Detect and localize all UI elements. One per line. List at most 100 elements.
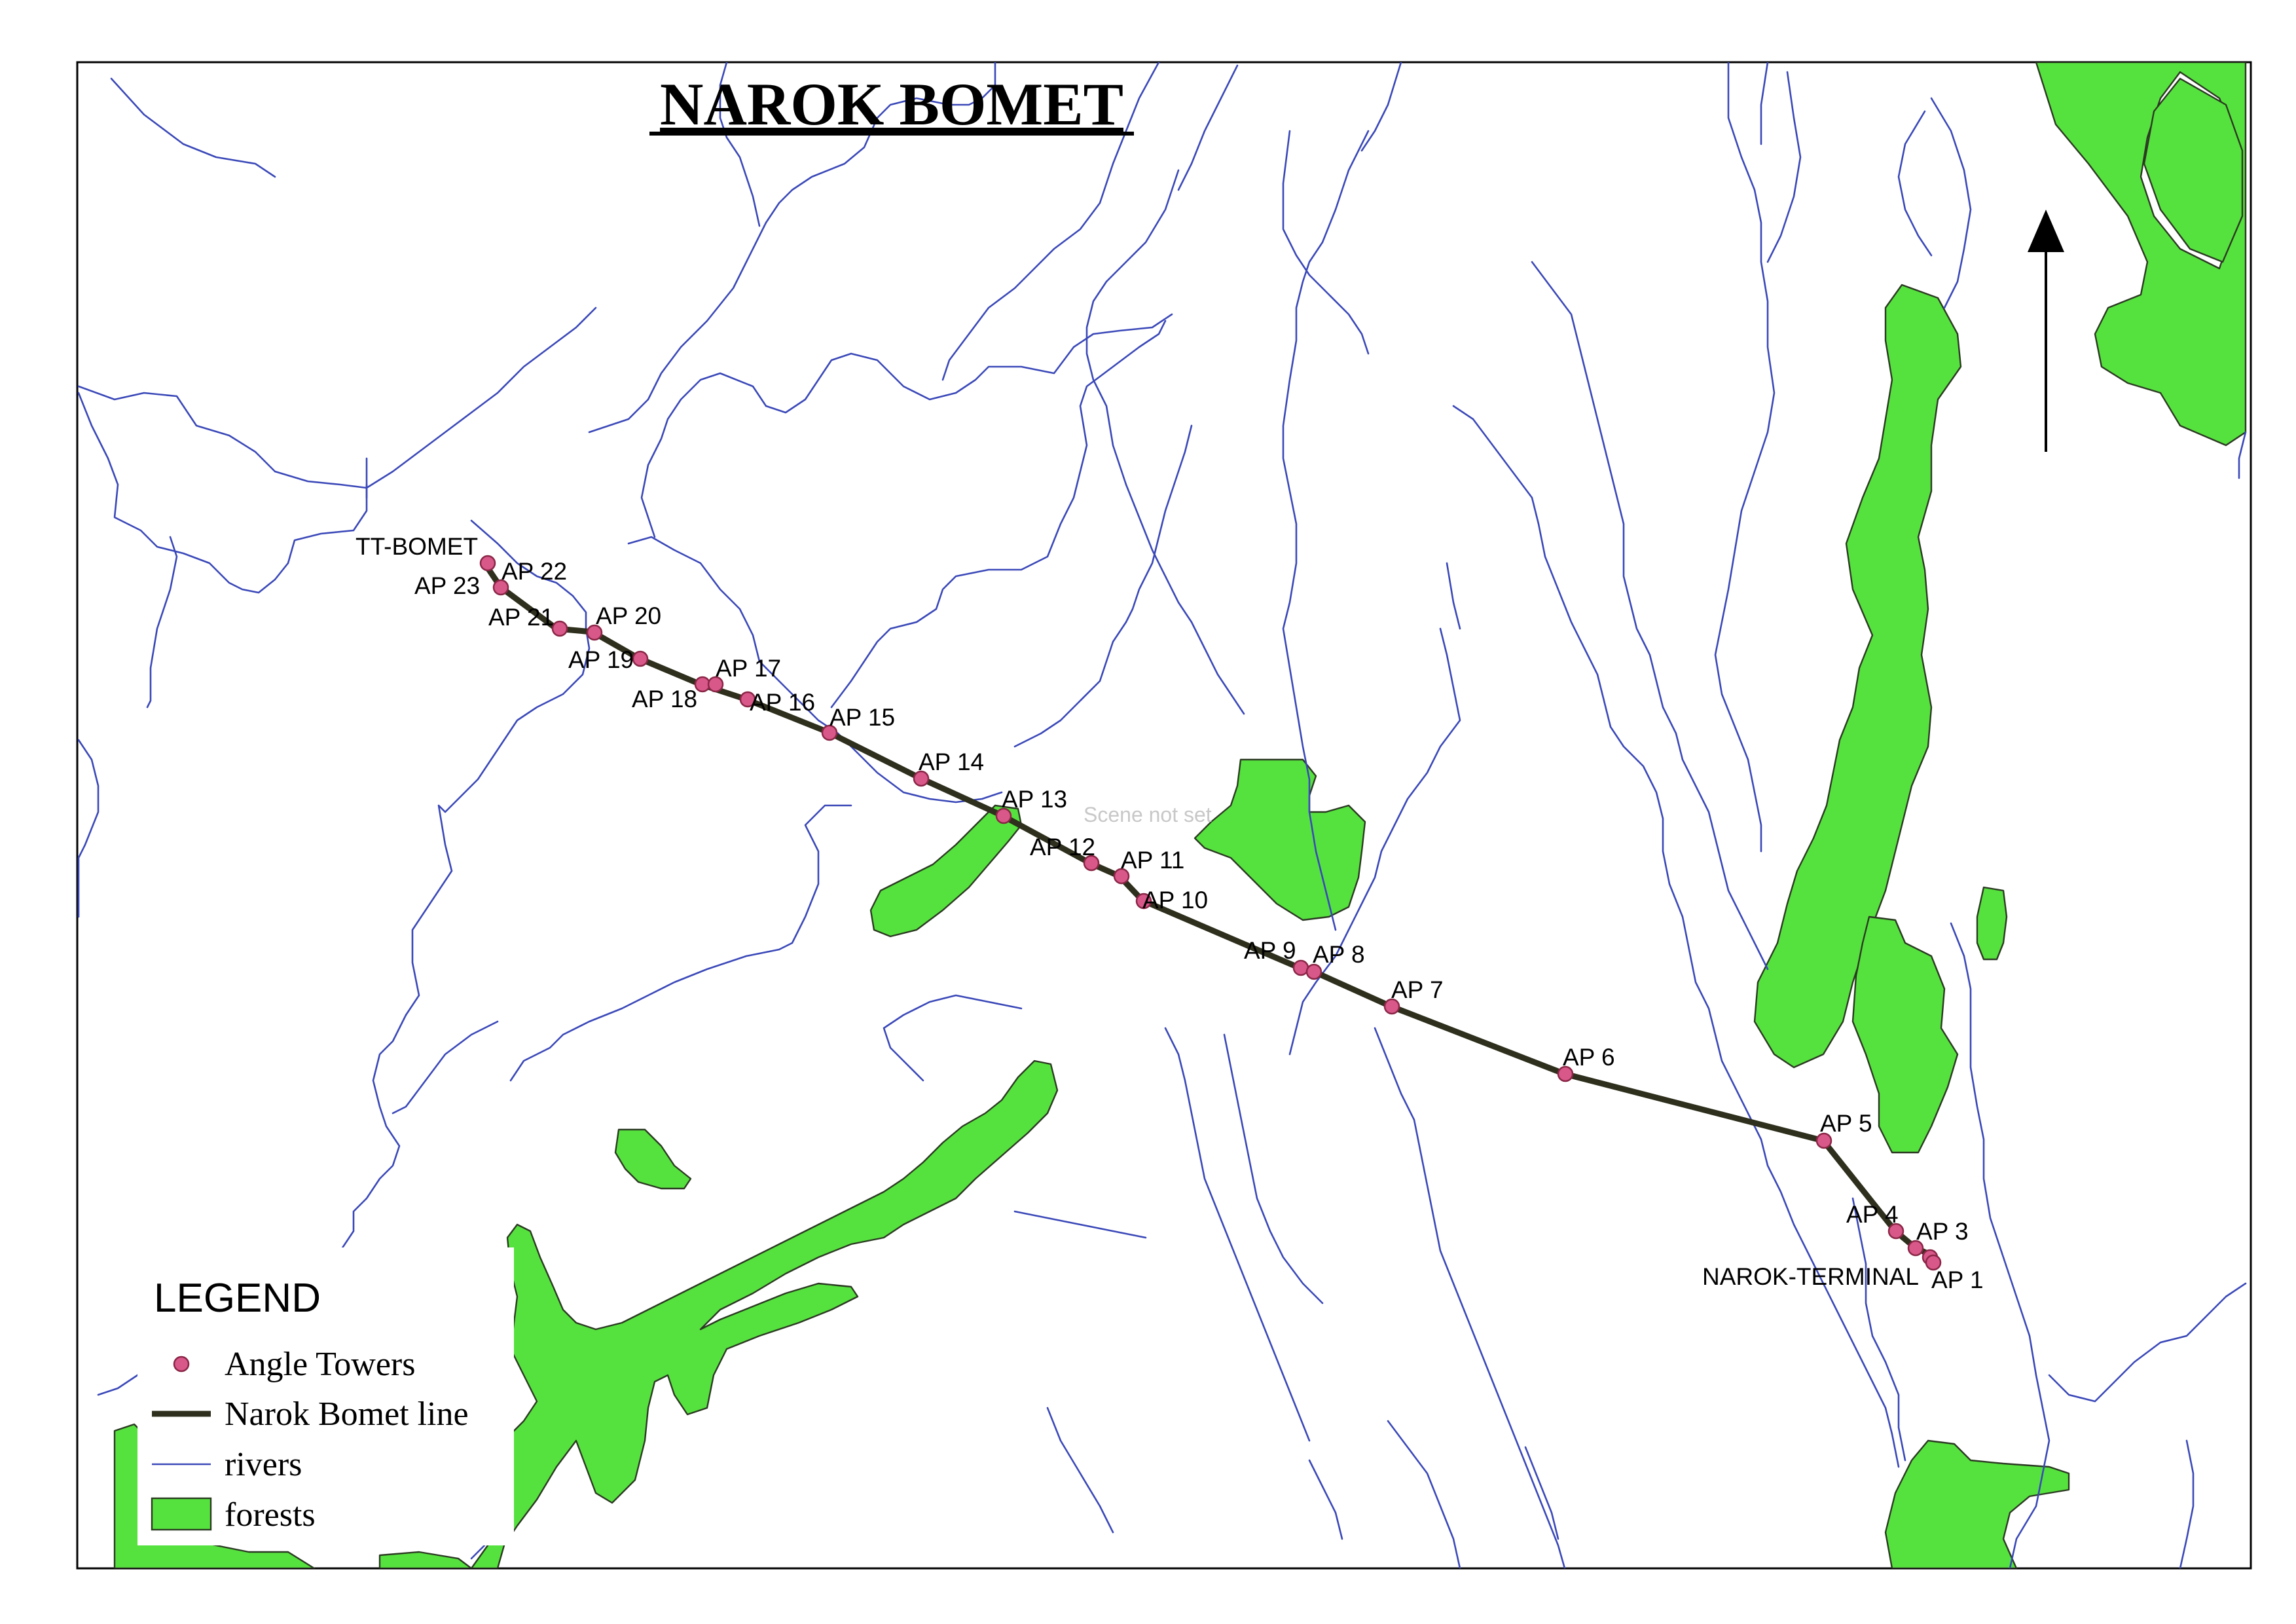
- river: [1387, 1420, 1461, 1568]
- tower-point[interactable]: [479, 555, 496, 572]
- tower-point[interactable]: [551, 620, 568, 637]
- forest-e-strip-long: [1753, 284, 1962, 1069]
- river: [1360, 62, 1402, 152]
- river-layer: [77, 62, 2247, 1568]
- tower-label: AP 14: [919, 748, 984, 775]
- river: [1308, 1459, 1343, 1540]
- tower-point[interactable]: [632, 650, 649, 667]
- tower-point[interactable]: [707, 676, 724, 693]
- tower-point[interactable]: [995, 807, 1012, 824]
- tower-point[interactable]: [586, 624, 603, 641]
- legend: LEGEND Angle Towers Narok Bomet line riv…: [137, 1247, 514, 1545]
- legend-title: LEGEND: [154, 1276, 321, 1321]
- tower-point[interactable]: [1083, 855, 1100, 872]
- tower-point[interactable]: [739, 691, 756, 708]
- tower-label: AP 1: [1931, 1266, 1984, 1293]
- forest-se-bottom: [1884, 1439, 2070, 1568]
- tower-label: AP 21: [488, 604, 554, 631]
- tower-point[interactable]: [1925, 1254, 1942, 1271]
- river: [1046, 1407, 1114, 1534]
- forest-ne-inner: [2143, 77, 2244, 263]
- river: [1374, 1027, 1566, 1568]
- watermark-text: Scene not set: [1084, 803, 1212, 826]
- river: [2048, 1282, 2247, 1403]
- river: [392, 1020, 499, 1115]
- tower-point[interactable]: [821, 724, 838, 741]
- river: [941, 62, 1160, 381]
- river: [1288, 627, 1461, 1056]
- river: [1085, 169, 1245, 715]
- tower-label: AP 4: [1846, 1201, 1899, 1228]
- terminal-label-narok: NAROK-TERMINAL: [1702, 1263, 1919, 1290]
- tower-label: AP 6: [1563, 1044, 1615, 1071]
- legend-item-label: forests: [225, 1496, 316, 1534]
- tower-label: AP 23: [414, 572, 480, 599]
- tower-label: AP 11: [1121, 847, 1184, 874]
- river: [1164, 1027, 1311, 1442]
- terminal-label-bomet: TT-BOMET: [355, 533, 478, 560]
- page-title: NAROK BOMET: [660, 71, 1123, 138]
- river: [2179, 1439, 2195, 1568]
- forest-symbol-icon: [151, 1497, 212, 1531]
- tower-point[interactable]: [694, 676, 711, 693]
- tower-point[interactable]: [913, 770, 930, 787]
- tower-label: AP 20: [596, 602, 661, 629]
- tower-point[interactable]: [1815, 1132, 1832, 1149]
- forest-e-islet: [1976, 886, 2008, 961]
- tower-label: AP 10: [1142, 887, 1208, 913]
- tower-label: AP 17: [716, 655, 781, 682]
- tower-labels: TT-BOMET AP 22 AP 23 AP 21 AP 20 AP 19 A…: [355, 533, 1984, 1293]
- legend-item-label: Narok Bomet line: [225, 1395, 469, 1433]
- tower-label: AP 13: [1002, 786, 1067, 813]
- tower-label: AP 8: [1313, 941, 1365, 968]
- river: [1760, 62, 1769, 145]
- forest-s-bottom: [378, 1551, 473, 1568]
- tower-point[interactable]: [1383, 998, 1400, 1015]
- river: [509, 804, 852, 1082]
- tower-label: AP 15: [829, 704, 895, 731]
- tower-point[interactable]: [1887, 1223, 1904, 1240]
- river: [1524, 1446, 1559, 1540]
- tower-label: AP 22: [501, 558, 567, 585]
- tower-label: AP 9: [1244, 937, 1296, 964]
- river: [883, 994, 1023, 1082]
- tower-point[interactable]: [1557, 1065, 1574, 1082]
- north-arrow-icon: [2028, 210, 2064, 452]
- river: [1282, 130, 1370, 931]
- tower-point[interactable]: [1113, 868, 1130, 885]
- tower-label: AP 19: [568, 646, 634, 673]
- river: [470, 1544, 486, 1560]
- tower-label: AP 12: [1030, 834, 1095, 860]
- angle-towers: [479, 555, 1942, 1271]
- river: [1714, 62, 1776, 853]
- river: [1897, 110, 1933, 257]
- river: [1851, 1197, 1906, 1462]
- river: [1446, 562, 1461, 630]
- river: [110, 77, 276, 178]
- tower-point[interactable]: [492, 579, 509, 596]
- legend-box: [137, 1247, 514, 1545]
- river: [1013, 1210, 1147, 1239]
- forest-layer: [113, 62, 2247, 1568]
- river: [1531, 261, 1769, 970]
- river: [146, 536, 178, 709]
- tower-point[interactable]: [1135, 893, 1152, 910]
- river: [640, 313, 1173, 538]
- legend-item-label: rivers: [225, 1446, 302, 1483]
- tower-label: AP 3: [1916, 1218, 1969, 1245]
- forest-mid-w: [869, 804, 1023, 938]
- tower-point[interactable]: [1907, 1240, 1924, 1257]
- river: [1766, 71, 1802, 263]
- river: [1950, 922, 2050, 1568]
- river: [1177, 64, 1239, 191]
- river: [77, 739, 100, 918]
- map-title: NAROK BOMET: [649, 71, 1134, 138]
- river: [830, 320, 1167, 709]
- forest-sw-branch: [470, 1060, 1059, 1568]
- tower-point[interactable]: [1305, 963, 1322, 980]
- tower-label: AP 7: [1391, 976, 1444, 1003]
- legend-item-label: Angle Towers: [225, 1346, 415, 1383]
- river: [1013, 424, 1193, 748]
- tower-label: AP 16: [750, 689, 815, 716]
